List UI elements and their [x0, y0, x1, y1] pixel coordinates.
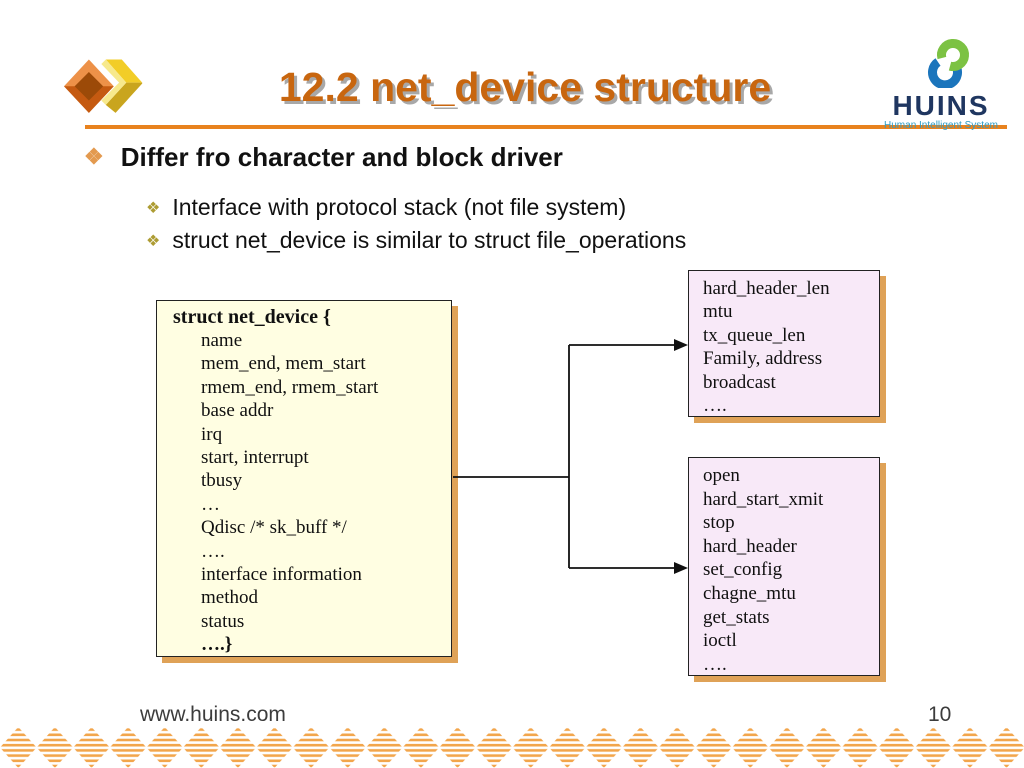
huins-logo-tagline: Human Intelligent System [884, 120, 998, 131]
bullet-level1: ❖ Differ fro character and block driver [84, 142, 563, 173]
struct-field: method [201, 587, 258, 609]
method-line: stop [703, 512, 735, 534]
arrowhead-top-icon [674, 339, 688, 351]
struct-field: status [201, 610, 245, 632]
diamond-bullet-icon: ❖ [146, 200, 161, 217]
method-line: chagne_mtu [703, 582, 796, 604]
struct-field: name [201, 330, 243, 351]
struct-field: interface information [201, 564, 362, 586]
method-line: hard_header [703, 535, 797, 557]
method-line: ioctl [703, 630, 737, 652]
attribute-line: tx_queue_len [703, 324, 806, 346]
bullet-level2: ❖ Interface with protocol stack (not file… [146, 194, 626, 221]
bullet-level2: ❖ struct net_device is similar to struct … [146, 227, 686, 254]
method-line: open [703, 465, 740, 486]
blue-swoosh [928, 58, 962, 90]
bullet-level2-text: struct net_device is similar to struct f… [172, 227, 687, 253]
struct-field: …. [201, 540, 225, 562]
huins-logo: HUINS Human Intelligent System [870, 38, 1012, 131]
page-title: 12.2 net_device structure [278, 64, 772, 110]
arrowhead-bottom-icon [674, 562, 688, 574]
attribute-line: …. [703, 395, 727, 417]
struct-field: start, interrupt [201, 447, 309, 469]
attribute-line: hard_header_len [703, 278, 830, 299]
diamond-bullet-icon: ❖ [146, 233, 161, 250]
diamond-border-decoration [0, 727, 1024, 768]
bullet-level1-text: Differ fro character and block driver [120, 142, 563, 172]
attribute-line: mtu [703, 301, 733, 323]
huins-logo-name: HUINS [892, 90, 990, 121]
method-line: get_stats [703, 606, 770, 628]
struct-box-header: struct net_device { [173, 306, 331, 328]
struct-field: Qdisc /* sk_buff */ [201, 517, 347, 539]
diamond-bullet-icon: ❖ [84, 144, 104, 169]
footer-url: www.huins.com [140, 703, 286, 726]
method-line: …. [703, 653, 727, 675]
struct-field: irq [201, 423, 223, 445]
struct-field: rmem_end, rmem_start [201, 376, 379, 398]
struct-field: … [201, 493, 220, 515]
bullet-level2-text: Interface with protocol stack (not file … [172, 194, 627, 220]
struct-field: tbusy [201, 470, 243, 492]
struct-field: base addr [201, 400, 274, 422]
attribute-line: Family, address [703, 348, 823, 370]
title-divider [85, 125, 1007, 129]
method-line: set_config [703, 559, 783, 581]
cube-logo-icon [64, 55, 144, 126]
green-swoosh [937, 39, 969, 71]
struct-field: mem_end, mem_start [201, 353, 366, 375]
huins-logo-mark-icon [928, 39, 969, 90]
attribute-line: broadcast [703, 371, 776, 393]
struct-box-footer: ….} [201, 634, 233, 656]
method-line: hard_start_xmit [703, 488, 824, 510]
page-number: 10 [928, 703, 952, 726]
